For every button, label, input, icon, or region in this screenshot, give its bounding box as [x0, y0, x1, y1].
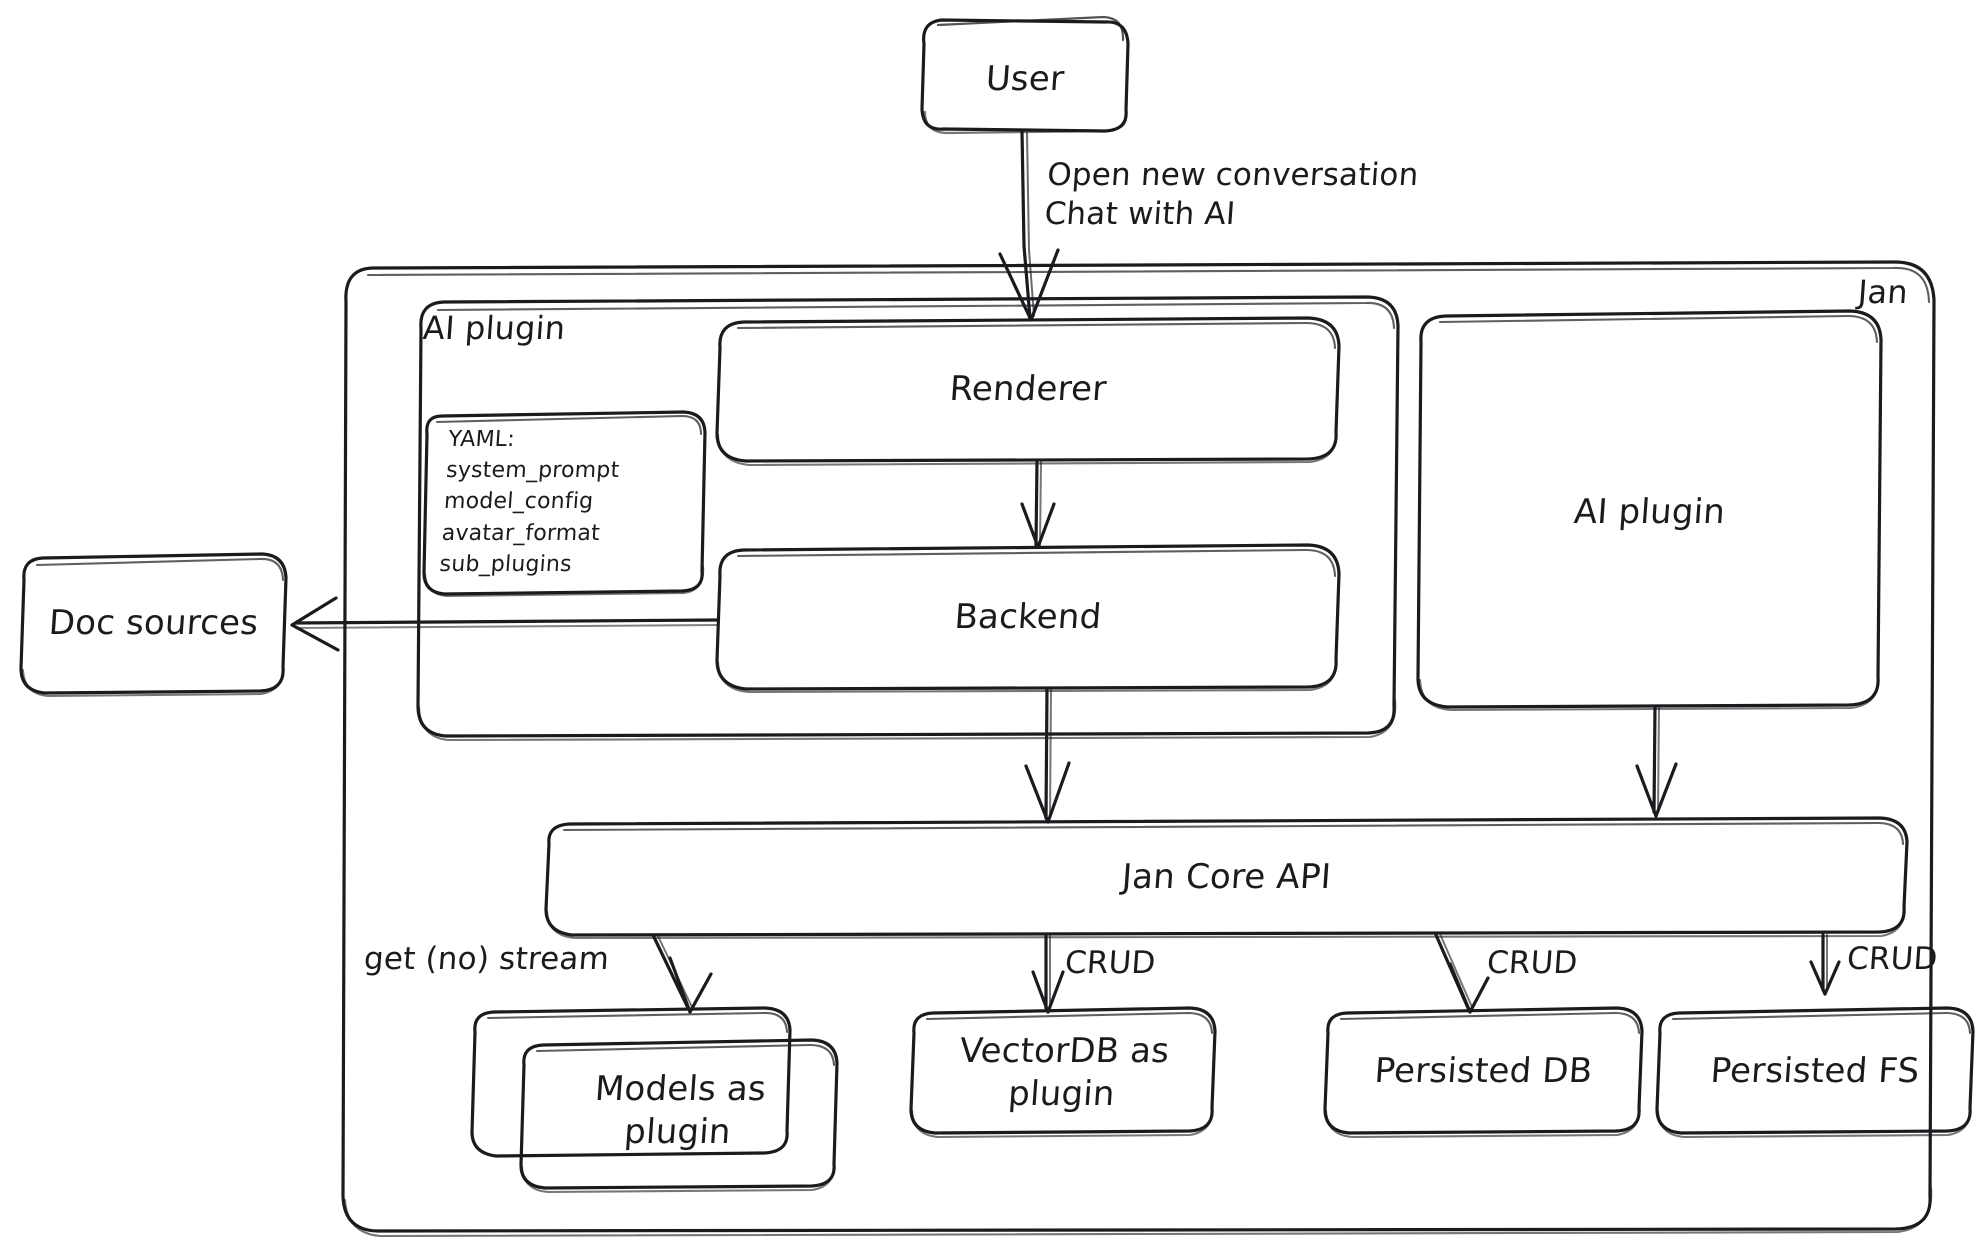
persisted-db-box-outline: [1323, 1006, 1644, 1139]
jan-group-label: Jan: [1856, 273, 1910, 311]
backend-box-outline: [715, 543, 1341, 694]
doc-sources-label: Doc sources: [47, 603, 260, 643]
ai-plugin-box-outline: [1416, 309, 1883, 712]
ai-plugin-box-label: AI plugin: [1572, 492, 1727, 532]
user-box-outline: [920, 15, 1130, 135]
edge-label-get-no-stream: get (no) stream: [362, 941, 611, 977]
ai-plugin-node[interactable]: AI plugin: [1418, 311, 1881, 707]
edge-label-user-to-renderer: Open new conversation Chat with AI: [1043, 157, 1420, 232]
models-as-plugin-box-outline-front: [519, 1038, 839, 1194]
yaml-note-outline: [422, 410, 707, 598]
persisted-fs-node[interactable]: Persisted FS: [1657, 1008, 1973, 1133]
edge-user-to-renderer: [998, 129, 1060, 322]
edge-ai-plugin-to-core: [1635, 705, 1678, 818]
models-as-plugin-label: Models as plugin: [593, 1069, 768, 1152]
renderer-node[interactable]: Renderer: [717, 318, 1339, 461]
ai-plugin-group-outline: [416, 295, 1400, 742]
edge-backend-to-core: [1024, 687, 1071, 824]
renderer-label: Renderer: [948, 369, 1108, 409]
persisted-fs-label: Persisted FS: [1709, 1051, 1921, 1091]
persisted-fs-box-outline: [1655, 1006, 1975, 1139]
edge-core-to-persisted-fs: [1809, 933, 1841, 996]
ai-plugin-group-label: AI plugin: [421, 309, 567, 347]
yaml-note-text: YAML: system_prompt model_config avatar_…: [438, 427, 621, 577]
vectordb-as-plugin-box-outline: [909, 1006, 1217, 1139]
models-as-plugin-node[interactable]: Models as plugin: [521, 1040, 837, 1188]
jan-core-api-node[interactable]: Jan Core API: [546, 818, 1907, 935]
models-as-plugin-box-outline-back: [470, 1006, 792, 1158]
backend-label: Backend: [953, 597, 1103, 637]
renderer-box-outline: [715, 316, 1341, 467]
edge-renderer-to-backend: [1020, 459, 1056, 549]
edge-core-to-persisted-db: [1434, 933, 1490, 1014]
edge-label-crud-vectordb: CRUD: [1063, 945, 1157, 981]
edge-label-crud-persisted-db: CRUD: [1485, 945, 1579, 981]
jan-core-api-label: Jan Core API: [1120, 857, 1333, 897]
user-label: User: [984, 59, 1066, 99]
user-node[interactable]: User: [922, 20, 1128, 131]
doc-sources-box-outline: [19, 552, 288, 698]
vectordb-as-plugin-label: VectorDB as plugin: [958, 1031, 1171, 1114]
edge-core-to-models: [651, 933, 713, 1014]
jan-container-outline: [341, 260, 1936, 1238]
edge-core-to-vectordb: [1031, 933, 1065, 1014]
backend-node[interactable]: Backend: [717, 545, 1339, 689]
jan-core-api-box-outline: [544, 816, 1909, 940]
vectordb-as-plugin-node[interactable]: VectorDB as plugin: [911, 1008, 1215, 1133]
edge-label-crud-persisted-fs: CRUD: [1845, 941, 1939, 977]
doc-sources-node[interactable]: Doc sources: [21, 554, 286, 693]
persisted-db-node[interactable]: Persisted DB: [1325, 1008, 1642, 1133]
persisted-db-label: Persisted DB: [1373, 1051, 1594, 1091]
edge-backend-to-doc-sources: [290, 596, 719, 652]
